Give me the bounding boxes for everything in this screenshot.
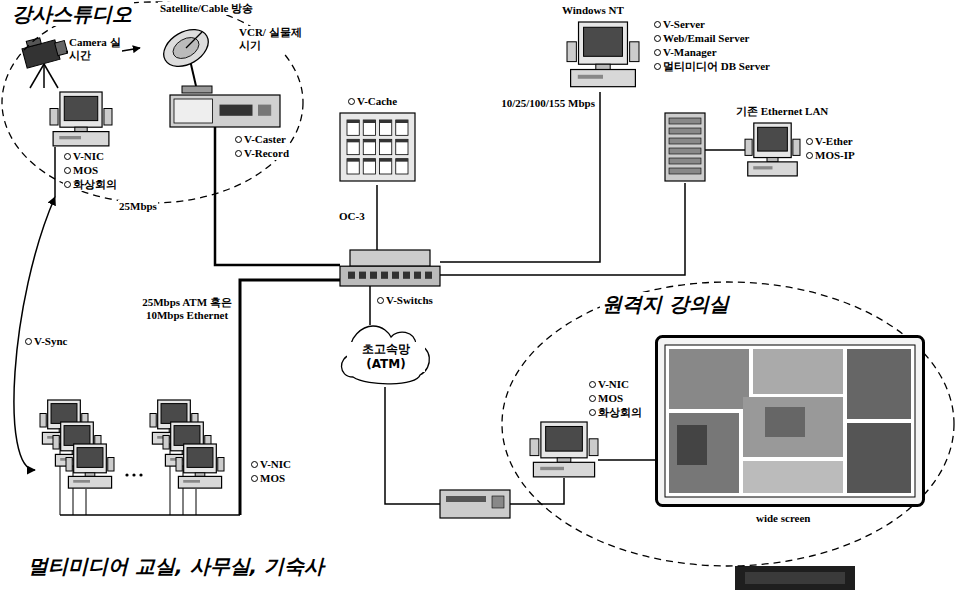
computer-icon — [567, 22, 639, 87]
dark-banner — [735, 566, 855, 590]
software-label: 멀티미디어 DB Server — [653, 60, 771, 73]
network-link — [440, 183, 685, 275]
encoder-box: V-CasterV-Record — [170, 95, 305, 170]
remote-region: 원격지 강의실 V-NICMOS화상회의 wide screen — [500, 280, 956, 568]
software-label: MOS — [588, 392, 624, 405]
device-label: Camera 실시간 — [68, 36, 122, 62]
computer-icon — [50, 92, 112, 146]
classroom-pcs-icon — [35, 380, 335, 530]
network-label: 초고속망 (ATM) — [347, 342, 425, 372]
switch-device — [340, 250, 440, 286]
network-link — [215, 170, 340, 265]
network-link — [385, 387, 564, 504]
screen-label: wide screen — [755, 512, 811, 525]
lan-rack — [665, 113, 705, 181]
software-label: Windows NT — [561, 4, 625, 17]
region-title: 강사스튜디오 — [10, 2, 134, 26]
network-link — [240, 280, 340, 380]
encoder-device — [170, 95, 280, 127]
server-pc: Windows NT V-ServerWeb/Email ServerV-Mana… — [555, 4, 810, 92]
network-cloud — [341, 326, 429, 384]
link-label: OC-3 — [338, 210, 366, 223]
software-label: V-Record — [234, 147, 290, 160]
software-label: 화상회의 — [63, 178, 118, 191]
software-label: V-NIC — [63, 150, 105, 163]
network-link — [440, 92, 600, 262]
link-label: 10/25/100/155 Mbps — [470, 97, 596, 110]
modem-device — [440, 490, 510, 518]
lan-pc: 기존 Ethernet LAN V-EtherMOS-IP — [660, 105, 860, 183]
software-label: MOS — [63, 164, 99, 177]
software-label: V-Caster — [234, 133, 287, 146]
satellite-dish — [157, 22, 215, 93]
screen-box: wide screen — [655, 335, 925, 530]
software-label: V-Server — [653, 18, 706, 31]
link-label: 25Mbps ATM 혹은 10Mbps Ethernet — [140, 296, 234, 322]
software-label: Web/Email Server — [653, 32, 750, 45]
software-label: V-Switchs — [376, 294, 434, 307]
network-link — [369, 312, 371, 325]
wide-screen — [657, 337, 924, 506]
computer-icon — [530, 422, 598, 477]
classroom-pcs: V-NICMOS — [35, 380, 335, 530]
software-label: V-NIC — [588, 378, 630, 391]
network-cloud: 초고속망 (ATM) — [335, 325, 435, 387]
region-title: 원격지 강의실 — [600, 292, 731, 316]
software-label: MOS-IP — [805, 149, 856, 162]
software-label: 화상회의 — [588, 406, 643, 419]
device-label: Satellite/Cable 방송 — [158, 2, 255, 15]
screen-cable — [598, 459, 655, 461]
device-label: VCR/ 실물제시기 — [238, 26, 304, 52]
computer-icon — [745, 123, 800, 176]
region-outline — [502, 282, 954, 566]
software-label: 기존 Ethernet LAN — [735, 105, 829, 118]
studio-pc: V-NICMOS화상회의 — [45, 92, 125, 197]
software-label: V-NIC — [250, 458, 292, 471]
computer-icon — [66, 444, 114, 488]
link-label: V-Sync — [24, 335, 68, 348]
screen-box-icon — [655, 335, 925, 530]
cache-device — [340, 113, 415, 181]
cache-box-icon — [335, 95, 420, 185]
software-label: V-Manager — [653, 46, 718, 59]
software-label: V-Cache — [347, 95, 398, 108]
network-link — [376, 185, 378, 250]
region-outline — [2, 2, 303, 203]
software-label: V-Ether — [805, 135, 854, 148]
software-label: MOS — [250, 472, 286, 485]
camera-icon — [20, 32, 68, 88]
group-caption: 멀티미디어 교실, 사무실, 기숙사 — [26, 554, 326, 578]
remote-pc: V-NICMOS화상회의 — [530, 378, 646, 478]
cache-box: V-Cache — [335, 95, 420, 185]
computer-icon — [176, 444, 224, 488]
device-label: 25Mbps — [118, 200, 158, 213]
switch-box: V-Switchs — [340, 250, 440, 312]
